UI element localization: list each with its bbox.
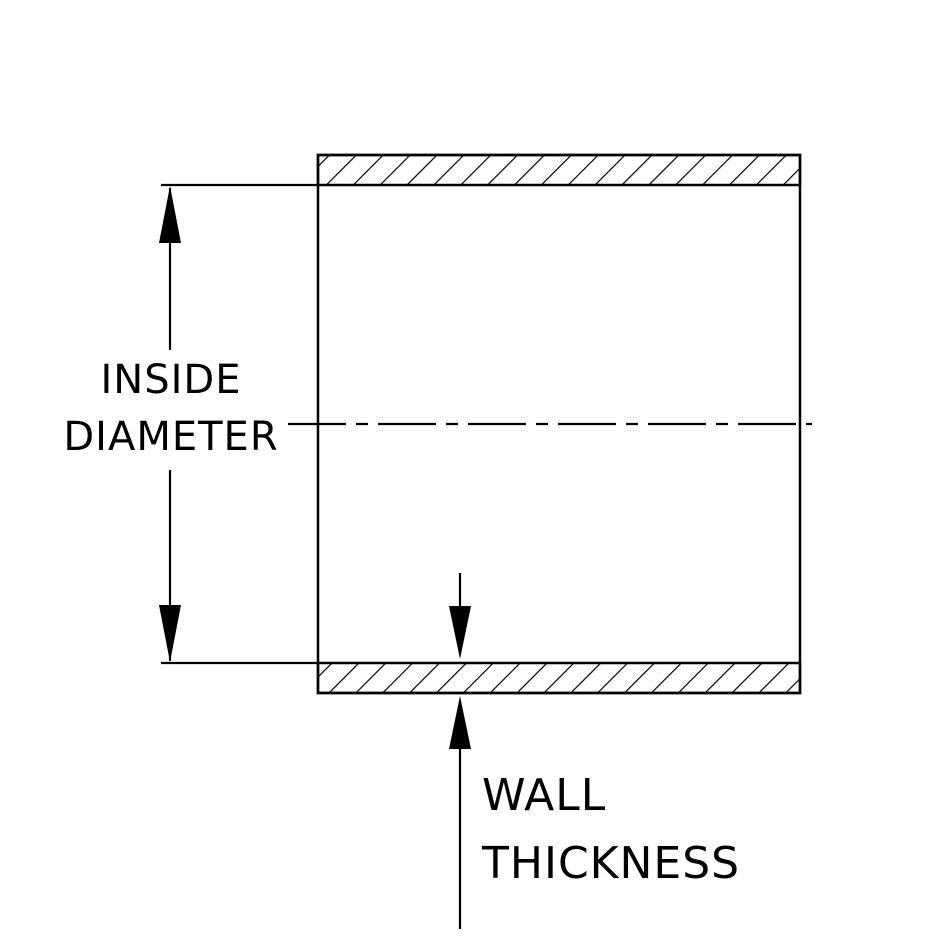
wall-thickness-dimension — [449, 573, 471, 929]
wall-thickness-label-line1: WALL — [482, 770, 607, 821]
arrowhead-down-to-wall-icon — [449, 606, 471, 659]
inside-diameter-label: INSIDE DIAMETER — [55, 352, 287, 466]
inside-diameter-dimension — [159, 183, 318, 665]
arrowhead-up-icon — [159, 186, 181, 243]
top-wall-hatch — [316, 153, 802, 187]
inside-diameter-label-line1: INSIDE — [100, 357, 242, 403]
wall-thickness-label: WALL THICKNESS — [482, 762, 740, 898]
bottom-wall-hatch — [316, 661, 802, 695]
wall-thickness-label-line2: THICKNESS — [482, 838, 741, 889]
arrowhead-up-to-wall-icon — [449, 696, 471, 749]
arrowhead-down-icon — [159, 605, 181, 662]
inside-diameter-label-line2: DIAMETER — [63, 414, 279, 460]
